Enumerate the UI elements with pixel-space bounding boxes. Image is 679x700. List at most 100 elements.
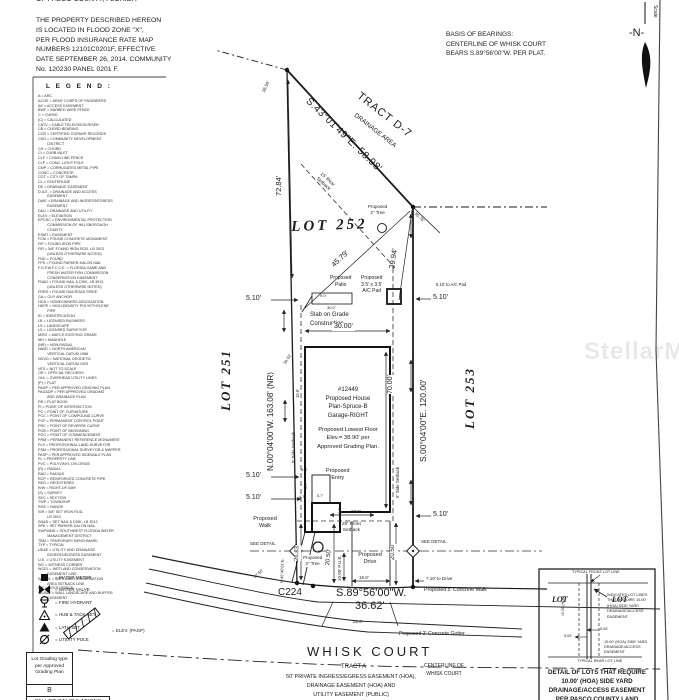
street-lines	[77, 555, 661, 670]
detail-box-lines	[538, 568, 656, 700]
legend-symbol-label: = UTILITY POLE	[55, 637, 89, 643]
tree-lower-label: Proposed 2" Tree	[303, 555, 323, 567]
side-setback-left-label: 5' Side Setback	[291, 431, 296, 463]
dim-20-50-right: 20.50'	[390, 543, 397, 560]
street-centerline-label: CENTERLINE OF WHISK COURT	[423, 663, 464, 677]
side-setback-right-label: 5' Side Setback	[395, 466, 400, 498]
bearing-left: N.00°04'00"W. 163.08' (NR)	[266, 372, 275, 471]
dim-5-7: 5.7'	[317, 493, 324, 498]
scale-label: Scale	[652, 5, 658, 18]
elev-pagp-label: = ELEV. (PAGP)	[112, 628, 145, 633]
detail-lot-left: LOT	[552, 595, 568, 604]
drive-label: Proposed Drive	[358, 552, 382, 566]
detail-rear-line-label: TYPICAL REAR LOT LINE	[577, 659, 623, 664]
north-label: -N-	[629, 27, 645, 39]
walk-label: Proposed Walk	[253, 516, 277, 530]
lot-253-label: LOT 253	[462, 366, 477, 429]
dim-70-00: 70.00'	[387, 375, 396, 394]
dimension-lines	[271, 79, 431, 586]
lot-251-label: LOT 251	[218, 348, 233, 411]
dim-5-10-left-low: 5.10'	[246, 494, 261, 501]
fire-hydrant-icon	[38, 596, 50, 608]
curve-label: C224	[278, 587, 302, 598]
dim-26-83: 26.83'	[294, 544, 302, 562]
on-lot-calculations: ON LOT CALCULATIONS	[26, 696, 110, 700]
house-label: #12449 Proposed House Plan-Spruce-B Gara…	[325, 387, 371, 419]
see-detail-left: SEE DETAIL	[250, 541, 276, 546]
floor-label: Proposed Lowest Floor Elev.= 38.90' per …	[317, 427, 379, 450]
detail-sideyard: 10.00' (HOA) SIDE YARD DRAINAGE/ACCESS E…	[604, 640, 648, 655]
detail-dim-500-b: 5.00'	[564, 634, 573, 638]
dim-20-0: 20.0'	[351, 509, 361, 514]
entry-label: Proposed Entry	[326, 468, 350, 482]
dim-10-00-pue: 10.00' P.U.E.	[337, 555, 342, 581]
gutter2-label: Proposed 2' Concrete Gutter	[399, 631, 465, 637]
dim-5-10-ac: 5.10' to A/C Pad	[436, 282, 467, 287]
legend-entries: A = ARC ACOE = ARMY CORPS OF ENGINEERS A…	[38, 94, 121, 601]
legend-symbol-row: = UTILITY POLE	[38, 634, 95, 647]
dim-16-0: 16.0'	[359, 575, 369, 581]
flood-note: THE PROPERTY DESCRIBED HEREON IS LOCATED…	[36, 17, 172, 73]
dim-9-0: 9.0'	[320, 293, 327, 298]
street-name: WHISK COURT	[307, 644, 433, 659]
legend-symbol-row: = WATER VALVE	[38, 584, 95, 597]
front-setback-label: 20' Front Setback	[342, 522, 361, 534]
legend-symbol-row: = LATH SET	[38, 621, 95, 634]
water-meter-icon	[38, 573, 50, 582]
elev-pagp-icon	[61, 605, 105, 645]
bearing-right: S.00°04'00"E. 120.00'	[418, 379, 428, 462]
watermark: StellarMLS	[584, 338, 679, 365]
dim-30-00: 30.00'	[332, 323, 355, 332]
walk5-label: Proposed 5' Concrete Walk	[424, 587, 487, 593]
hub-tack-icon	[38, 609, 50, 620]
dim-5-10-left-mid: 5.10'	[246, 472, 261, 479]
legend-symbol-row: = FIRE HYDRANT	[38, 596, 95, 609]
dim-30-0: 30.0'	[327, 305, 336, 310]
dim-4-3: 4.3'	[301, 467, 308, 472]
house-footprint	[301, 288, 402, 533]
dim-36-62: 36.62'	[355, 600, 385, 612]
legend-symbol-label: = LATH SET	[55, 624, 81, 630]
detail-front-line-label: TYPICAL FRONT LOT LINE	[572, 570, 620, 574]
dim-5-10-right-top: 5.10'	[433, 294, 448, 301]
lath-set-icon	[38, 622, 50, 632]
bearing-corner: N.40°40'01"E.	[279, 558, 285, 584]
legend-symbol-label: = FIRE HYDRANT	[55, 599, 93, 605]
dim-22-0: 22.0'	[353, 619, 363, 624]
bearing-front: S.89°56'00"W.	[336, 587, 407, 599]
county-line: OF PASCO COUNTY, FLORIDA	[36, 0, 136, 4]
corner-monuments	[284, 67, 416, 590]
basis-of-bearings: BASIS OF BEARINGS: CENTERLINE OF WHISK C…	[446, 31, 546, 57]
dim-7-10: 7.10' to Drive	[426, 576, 453, 581]
lot-grading-text: Lot Grading type per Approved Grading Pl…	[31, 657, 68, 676]
detail-indicates: INDICATES LOT LINES THAT REQUIRE 10.00' …	[607, 593, 648, 619]
see-detail-right: SEE DETAIL	[421, 539, 447, 544]
street-tract: TRACT A	[341, 664, 367, 670]
detail-left-rotated: 10.00' (HOA)	[561, 595, 565, 616]
legend-symbol-label: = WATER METER	[55, 574, 92, 580]
lot-252-label: LOT 252	[291, 216, 368, 235]
legend-symbol-label: = WATER VALVE	[55, 587, 90, 593]
detail-caption: DETAIL OF LOTS THAT REQUIRE 10.00' (HOA)…	[548, 669, 646, 700]
legend-symbol-row: = WATER METER	[38, 571, 95, 584]
acpad-label: Proposed 3.5' x 3.5' A/C Pad	[361, 275, 383, 294]
slab-label: Slab on Grade Construction	[310, 312, 349, 327]
tree-symbols	[312, 223, 387, 553]
dim-72-84: 72.84'	[274, 175, 283, 196]
north-arrow-icon	[641, 2, 651, 88]
utility-pole-icon	[38, 634, 50, 645]
detail-lot-right: LOT	[612, 595, 628, 604]
water-valve-icon	[38, 585, 50, 595]
dim-6-6: 6.6'	[303, 482, 308, 489]
dim-6-3: 6.3'	[337, 507, 342, 514]
legend-symbol-row: = HUB & TACK SET	[38, 609, 95, 622]
lot-grading-box: Lot Grading type per Approved Grading Pl…	[26, 652, 73, 685]
dim-5-10-right-low: 5.10'	[433, 511, 448, 518]
dim-5-10-left-top: 5.10'	[246, 295, 261, 302]
legend-symbols: = WATER METER = WATER VALVE = FIRE HYDRA…	[38, 571, 95, 646]
sheet-borders	[32, 0, 669, 700]
patio-label: Proposed Patio	[330, 275, 352, 288]
dim-4-7: 4.7'	[299, 494, 306, 499]
detail-dim-500-a: 5.00'	[600, 627, 609, 631]
